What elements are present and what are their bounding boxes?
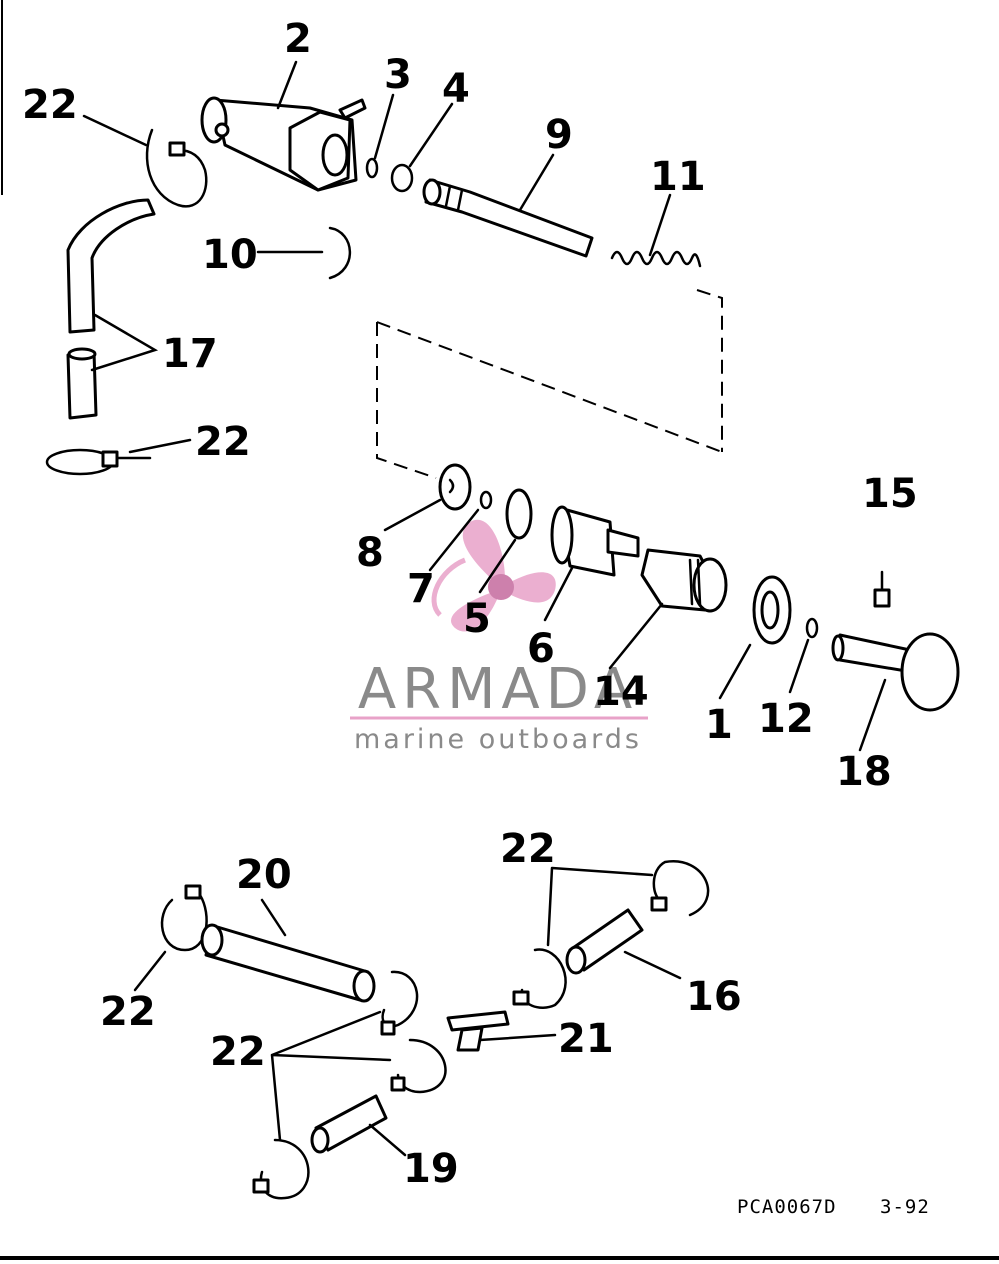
part-15-screw [873, 570, 891, 608]
callout-11: 11 [650, 154, 706, 200]
part-5-oring [505, 488, 533, 540]
callout-22-mid-left: 22 [195, 419, 251, 465]
callout-15: 15 [862, 471, 918, 517]
callout-22-bottom-left: 22 [100, 989, 156, 1035]
callout-5: 5 [463, 596, 491, 642]
callout-16: 16 [686, 974, 742, 1020]
part-22-clamp-right-b [650, 860, 710, 917]
part-18-knob [831, 632, 960, 712]
callout-22-top-left: 22 [22, 82, 78, 128]
part-16-hose [565, 908, 644, 975]
callout-labels: 2 3 4 9 11 22 10 17 22 8 7 5 6 14 1 12 1… [22, 16, 918, 1192]
part-10-clip [328, 226, 352, 280]
assembly-dashed-outline [376, 289, 723, 479]
callout-22-bottom-center: 22 [210, 1029, 266, 1075]
callout-4: 4 [442, 66, 470, 112]
part-22-clamp-mid-left [45, 448, 152, 476]
propeller-logo-icon [431, 519, 556, 632]
part-22-clamp-center-b [390, 1038, 447, 1094]
part-8-washer [438, 463, 472, 511]
part-22-clamp-top-left [145, 128, 208, 208]
drawing-date: 3-92 [880, 1196, 930, 1218]
callout-7: 7 [407, 566, 435, 612]
callout-2: 2 [284, 16, 312, 62]
part-4-oring [390, 163, 414, 193]
callout-14: 14 [593, 669, 649, 715]
callout-10: 10 [202, 232, 258, 278]
part-1-nut [752, 575, 792, 645]
callout-18: 18 [836, 749, 892, 795]
part-3-oring-small [365, 157, 379, 179]
callout-20: 20 [236, 852, 292, 898]
part-2-body [200, 96, 367, 192]
callout-6: 6 [527, 626, 555, 672]
drawing-code: PCA0067D [737, 1196, 837, 1218]
part-7-oring [479, 490, 493, 510]
watermark: ARMADA marine outboards [350, 519, 648, 755]
part-6-valve [550, 505, 640, 577]
part-17-hoses [66, 198, 156, 420]
part-11-spring [610, 250, 702, 268]
part-22-clamp-bottom-left [160, 884, 208, 952]
callout-8: 8 [356, 530, 384, 576]
callout-12: 12 [758, 696, 814, 742]
watermark-brand: ARMADA [358, 657, 638, 722]
callout-1: 1 [705, 702, 733, 748]
callout-19: 19 [403, 1146, 459, 1192]
part-19-hose [310, 1094, 388, 1154]
callout-17: 17 [162, 331, 218, 377]
callout-3: 3 [384, 52, 412, 98]
callout-21: 21 [558, 1016, 614, 1062]
callout-22-top-right: 22 [500, 826, 556, 872]
part-22-clamp-right-a [512, 948, 567, 1009]
part-21-tee-fitting [446, 1010, 510, 1052]
part-14-housing [640, 548, 728, 613]
callout-9: 9 [545, 112, 573, 158]
part-22-clamp-center-a [380, 970, 419, 1036]
part-22-clamp-bottom [252, 1138, 310, 1200]
part-20-hose [200, 923, 376, 1003]
part-12-oring [805, 617, 819, 639]
part-9-shaft [422, 178, 594, 258]
leader-lines [82, 60, 887, 1157]
watermark-tagline: marine outboards [354, 724, 642, 755]
